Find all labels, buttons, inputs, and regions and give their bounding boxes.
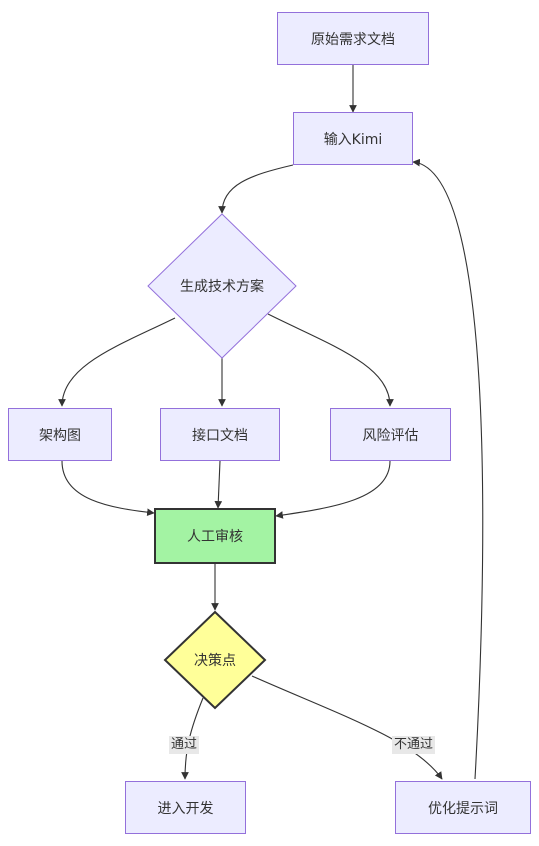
- generate-plan-diamond: [147, 213, 297, 359]
- node-review: 人工审核: [154, 508, 276, 564]
- edge-label-pass: 通过: [169, 736, 200, 754]
- edge-risk-to-review: [275, 460, 391, 519]
- node-architecture: 架构图: [8, 408, 112, 461]
- node-risk: 风险评估: [330, 408, 451, 461]
- edge-input-to-generate: [218, 164, 294, 214]
- edge-architecture-to-review: [61, 460, 155, 517]
- edge-api-to-review: [214, 460, 223, 509]
- node-input-kimi: 输入Kimi: [293, 112, 413, 165]
- decision-diamond: [163, 610, 267, 710]
- edge-optimize-to-input: [412, 158, 484, 780]
- node-develop: 进入开发: [125, 781, 246, 834]
- edge-generate-to-architecture: [58, 317, 176, 407]
- node-optimize: 优化提示词: [395, 781, 531, 834]
- edge-decision-to-optimize: [251, 675, 443, 780]
- node-decision: 决策点: [194, 653, 236, 669]
- edge-label-fail: 不通过: [392, 736, 436, 754]
- edge-generate-to-risk: [267, 313, 394, 407]
- node-api-doc: 接口文档: [160, 408, 280, 461]
- node-generate-plan: 生成技术方案: [180, 279, 264, 295]
- node-source-doc: 原始需求文档: [277, 12, 429, 65]
